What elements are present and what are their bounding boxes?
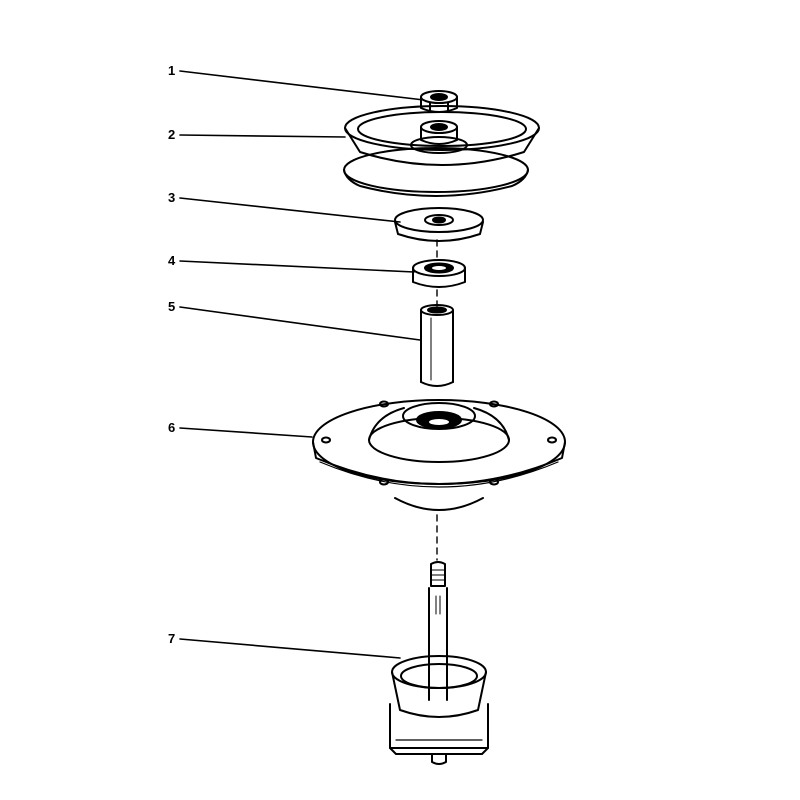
pulley-part [343, 105, 540, 197]
spindle-shaft-part [389, 561, 489, 765]
leader-line-7 [179, 638, 401, 659]
leader-line-5 [179, 306, 421, 341]
callout-1: 1 [168, 63, 176, 78]
spindle-housing-part [312, 399, 566, 511]
callout-2: 2 [168, 127, 176, 142]
spacer-tube-part [420, 304, 454, 387]
bearing-cap-part [394, 207, 484, 242]
callout-5: 5 [168, 299, 176, 314]
leader-lines [179, 70, 425, 659]
leader-line-3 [179, 197, 401, 223]
leader-line-1 [179, 70, 425, 101]
nut-part [420, 90, 458, 113]
callout-3: 3 [168, 190, 176, 205]
leader-line-6 [179, 427, 313, 438]
callout-4: 4 [168, 253, 176, 268]
callout-7: 7 [168, 631, 176, 646]
callout-6: 6 [168, 420, 176, 435]
bearing-part [412, 259, 466, 288]
leader-line-2 [179, 134, 346, 138]
leader-line-4 [179, 260, 415, 273]
